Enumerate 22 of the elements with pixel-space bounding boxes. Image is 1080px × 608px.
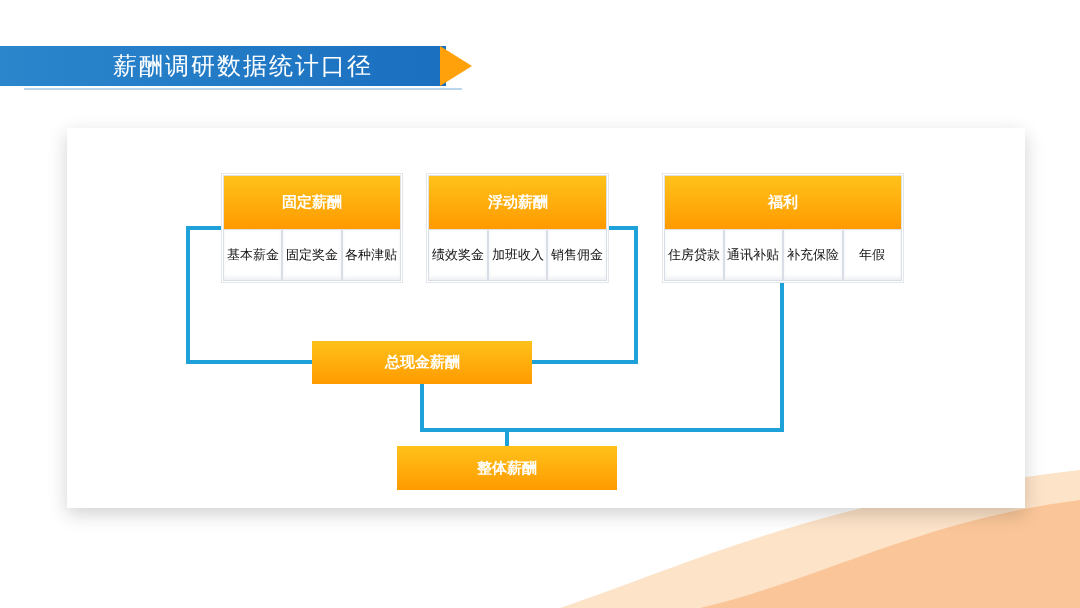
item-cell: 销售佣金 [547, 230, 607, 281]
total-box: 总现金薪酬 [312, 341, 532, 384]
item-cell: 住房贷款 [664, 230, 724, 281]
category-header: 福利 [664, 175, 902, 230]
title: 薪酬调研数据统计口径 [113, 51, 373, 82]
total-box: 整体薪酬 [397, 446, 617, 490]
connector-line [186, 226, 312, 364]
item-cell: 通讯补贴 [723, 230, 783, 281]
item-cell: 绩效奖金 [428, 230, 488, 281]
item-cell: 各种津贴 [341, 230, 401, 281]
item-cell: 固定奖金 [282, 230, 342, 281]
category-table [426, 173, 609, 283]
category-header: 浮动薪酬 [428, 175, 607, 230]
category-table [662, 173, 904, 283]
item-cell: 补充保险 [783, 230, 843, 281]
category-header: 固定薪酬 [223, 175, 401, 230]
item-cell: 年假 [842, 230, 902, 281]
connector-line [532, 226, 638, 364]
connector-line [505, 283, 784, 446]
category-table [221, 173, 403, 283]
item-cell: 加班收入 [487, 230, 548, 281]
item-cell: 基本薪金 [223, 230, 283, 281]
